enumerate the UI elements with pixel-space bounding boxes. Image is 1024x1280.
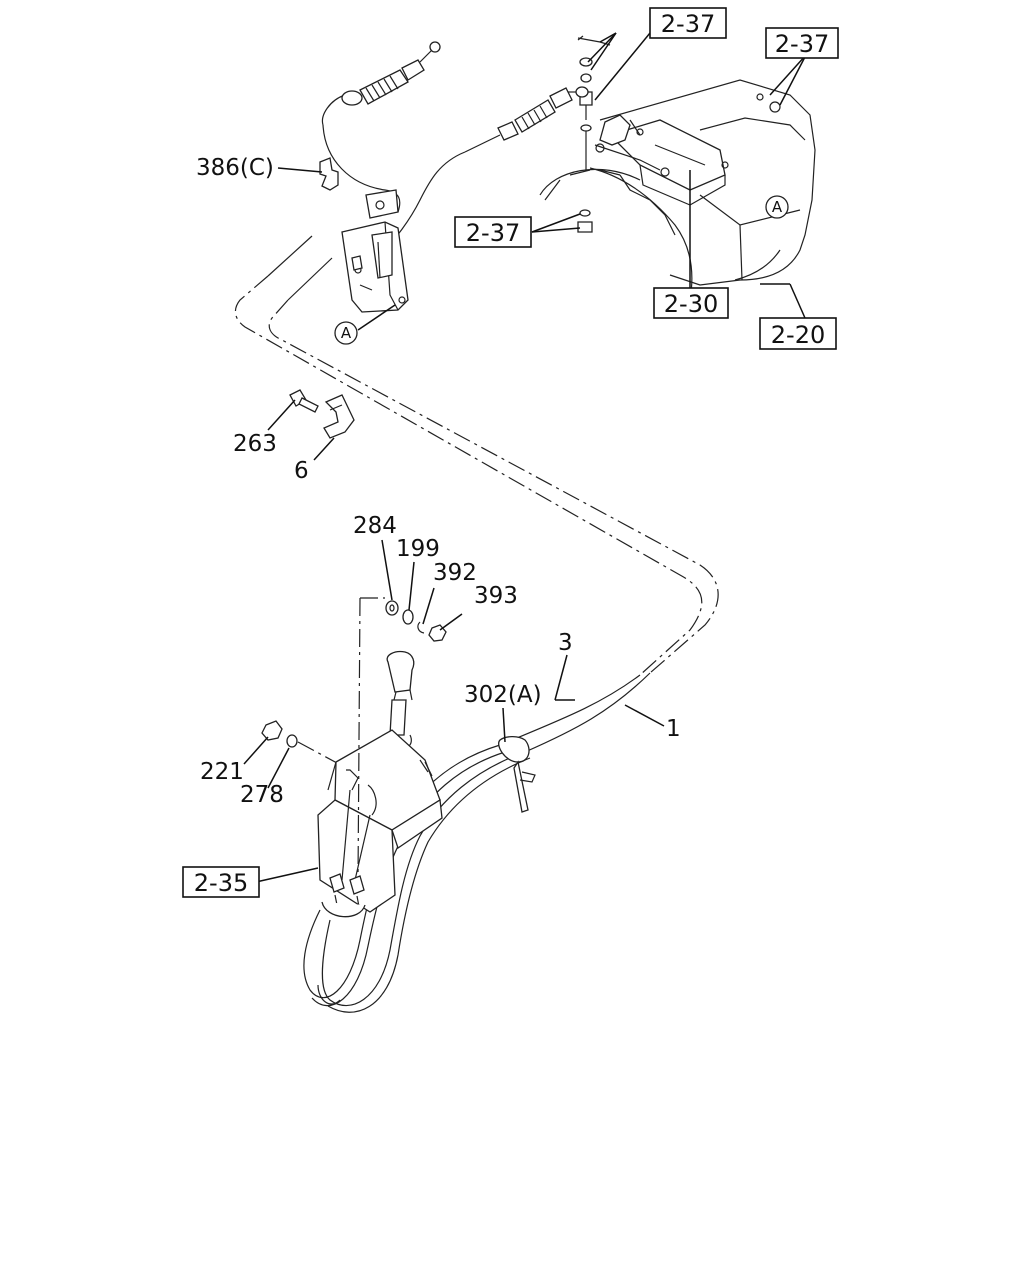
ref-box-2-20-label: 2-20 <box>771 321 825 349</box>
lever-fastener-set <box>261 600 447 771</box>
ref-box-2-30[interactable]: 2-30 <box>653 287 729 319</box>
cable-end-left <box>321 41 441 126</box>
cable-bracket <box>319 157 409 313</box>
circle-mark-a-transmission-label: A <box>772 198 783 216</box>
part-label-199: 199 <box>396 536 440 562</box>
ref-box-2-37-top[interactable]: 2-37 <box>649 7 727 39</box>
part-label-302a: 302(A) <box>464 682 542 708</box>
ref-box-2-35[interactable]: 2-35 <box>182 866 260 898</box>
ref-box-2-37-mid[interactable]: 2-37 <box>454 216 532 248</box>
ref-box-2-20[interactable]: 2-20 <box>759 317 837 350</box>
part-label-284: 284 <box>353 513 397 539</box>
control-cables <box>234 124 719 1013</box>
ref-box-2-30-label: 2-30 <box>664 290 718 318</box>
ref-box-2-37-right[interactable]: 2-37 <box>765 27 839 59</box>
cable-end-right <box>464 86 589 153</box>
part-label-3: 3 <box>558 630 573 656</box>
circle-mark-a-transmission: A <box>765 195 789 219</box>
circle-mark-a-bracket: A <box>334 321 358 345</box>
part-label-386c: 386(C) <box>196 155 274 181</box>
ref-box-2-37-top-label: 2-37 <box>661 10 715 38</box>
ref-box-2-37-right-label: 2-37 <box>775 30 829 58</box>
part-label-278: 278 <box>240 782 284 808</box>
part-label-392: 392 <box>433 560 477 586</box>
leader-lines <box>243 32 807 883</box>
circle-mark-a-bracket-label: A <box>341 324 352 342</box>
cable-tie-302a <box>498 735 536 813</box>
part-label-221: 221 <box>200 759 244 785</box>
part-label-6: 6 <box>294 458 309 484</box>
part-label-393: 393 <box>474 583 518 609</box>
shift-lever-assembly <box>317 597 443 918</box>
clamp-6 <box>323 394 355 439</box>
part-label-263: 263 <box>233 431 277 457</box>
ref-box-2-35-label: 2-35 <box>194 869 248 897</box>
part-label-1: 1 <box>666 716 681 742</box>
transmission-housing <box>539 79 816 301</box>
ref-box-2-37-mid-label: 2-37 <box>466 219 520 247</box>
